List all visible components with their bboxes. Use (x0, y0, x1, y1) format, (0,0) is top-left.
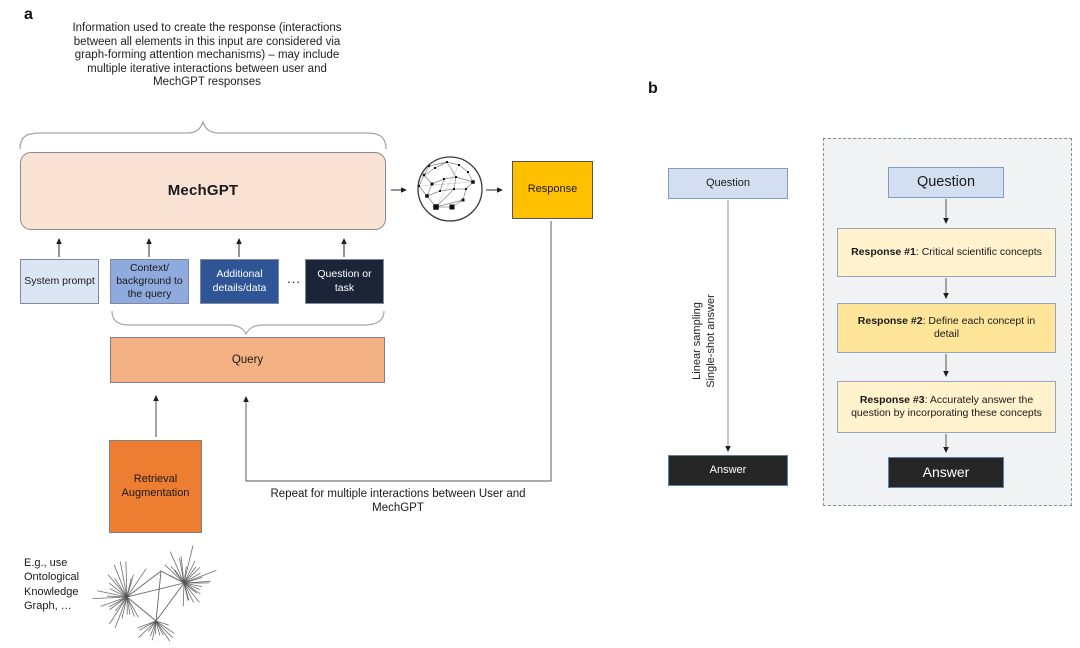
response-1-text: Response #1: Critical scientific concept… (844, 246, 1049, 259)
response-3-box: Response #3: Accurately answer the quest… (837, 381, 1056, 433)
response-2-title: Response #2 (857, 314, 923, 327)
input-box-label: Context/ background to the query (116, 261, 183, 301)
mechgpt-box-label: MechGPT (167, 181, 239, 199)
linear-question-label: Question (705, 176, 751, 189)
response-box: Response (512, 161, 593, 219)
input-box-label: Additional details/data (212, 268, 267, 294)
response-1-rest: : Critical scientific concepts (915, 245, 1042, 258)
response-1-box: Response #1: Critical scientific concept… (837, 228, 1056, 277)
linear-sampling-axis-label: Linear sampling Single-shot answer (690, 211, 720, 471)
sampled-question-box: Question (888, 167, 1004, 198)
underbrace (111, 310, 385, 336)
query-box-label: Query (231, 353, 264, 366)
panel-a-label: a (24, 6, 33, 23)
mechgpt-box: MechGPT (20, 152, 386, 230)
linear-answer-box: Answer (668, 455, 788, 486)
linear-question-box: Question (668, 168, 788, 199)
response-1-title: Response #1 (851, 245, 916, 258)
response-2-box: Response #2: Define each concept in deta… (837, 303, 1056, 353)
axis-line-2: Single-shot answer (705, 294, 717, 388)
knowledge-graph-sketch (92, 545, 217, 642)
sampled-question-label: Question (916, 174, 976, 191)
input-box-system-prompt: System prompt (20, 259, 99, 304)
retrieval-augmentation-box: Retrieval Augmentation (109, 440, 202, 533)
feedback-elbow-arrow (243, 221, 552, 482)
response-3-rest: : Accurately answer the question by inco… (851, 393, 1042, 419)
repeat-note: Repeat for multiple interactions between… (270, 488, 526, 514)
ellipsis-between-inputs: ... (287, 270, 301, 286)
axis-line-1: Linear sampling (691, 302, 703, 380)
panel-b-label: b (648, 80, 658, 97)
response-3-text: Response #3: Accurately answer the quest… (844, 394, 1049, 420)
retrieval-augmentation-label: Retrieval Augmentation (121, 472, 190, 499)
linear-answer-label: Answer (709, 463, 747, 476)
input-box-question-or-task: Question or task (305, 259, 384, 304)
input-annotation: Information used to create the response … (72, 22, 342, 89)
network-graph-globe-icon (417, 156, 483, 222)
input-box-additional-details: Additional details/data (200, 259, 279, 304)
sampled-answer-box: Answer (888, 457, 1004, 488)
ontological-graph-note: E.g., use Ontological Knowledge Graph, … (24, 557, 80, 612)
response-2-text: Response #2: Define each concept in deta… (844, 315, 1049, 341)
response-3-title: Response #3 (859, 393, 925, 406)
response-2-rest: : Define each concept in detail (922, 314, 1036, 340)
response-box-label: Response (527, 183, 578, 196)
sampled-answer-label: Answer (922, 463, 970, 480)
input-box-context: Context/ background to the query (110, 259, 189, 304)
input-box-label: Question or task (317, 268, 372, 294)
overbrace (19, 120, 387, 150)
input-box-label: System prompt (24, 274, 95, 287)
query-box: Query (110, 337, 385, 383)
